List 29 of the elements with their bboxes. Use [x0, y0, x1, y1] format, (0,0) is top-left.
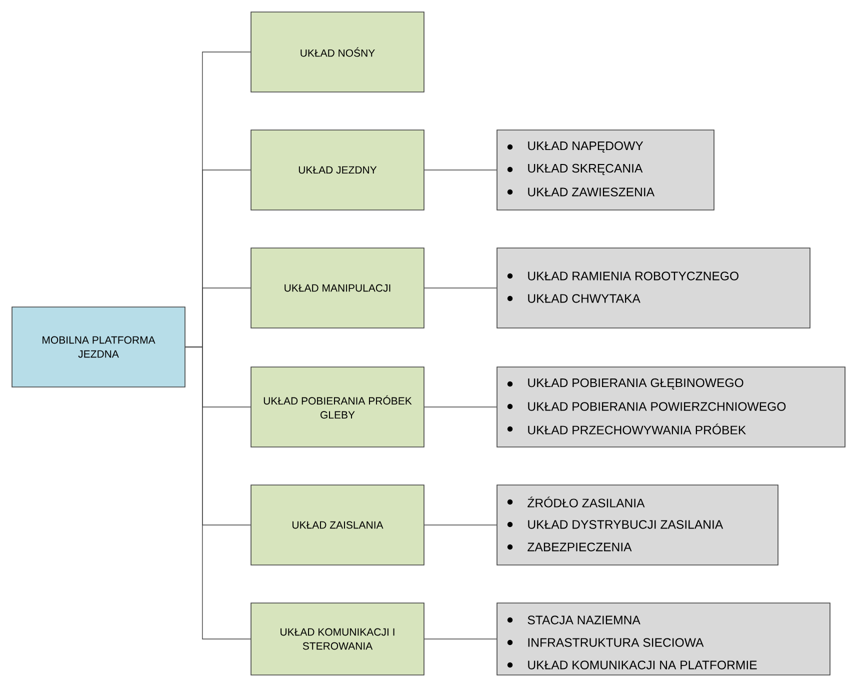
list-item: UKŁAD ZAWIESZENIA: [528, 188, 655, 196]
connector: [424, 638, 497, 640]
list-item: UKŁAD DYSTRYBUCJI ZASILANIA: [528, 520, 724, 529]
component-list-box: [496, 366, 846, 448]
subsystem-box: UKŁAD MANIPULACJI: [250, 248, 424, 328]
root-box: MOBILNA PLATFORMA JEZDNA: [12, 306, 186, 388]
list-item: UKŁAD SKRĘCANIA: [528, 164, 643, 176]
subsystem-box: UKŁAD JEZDNY: [250, 130, 424, 210]
list-item: ŹRÓDŁO ZASILANIA: [528, 496, 645, 508]
list-item: UKŁAD POBIERANIA POWIERZCHNIOWEGO: [528, 402, 786, 411]
list-item: STACJA NAZIEMNA: [528, 616, 640, 624]
connector: [424, 406, 497, 408]
list-item: UKŁAD PRZECHOWYWANIA PRÓBEK: [528, 424, 746, 434]
list-item: UKŁAD POBIERANIA GŁĘBINOWEGO: [528, 378, 744, 390]
subsystem-box: UKŁAD NOŚNY: [250, 12, 424, 92]
list-item: ZABEZPIECZENIA: [528, 542, 632, 552]
component-list-box: [496, 602, 830, 676]
connector: [424, 524, 497, 526]
component-list-box: [496, 484, 778, 566]
list-item: UKŁAD RAMIENIA ROBOTYCZNEGO: [528, 272, 738, 280]
subsystem-box: UKŁAD ZAISLANIA: [250, 484, 424, 566]
list-item: UKŁAD CHWYTAKA: [528, 294, 640, 303]
subsystem-box: UKŁAD KOMUNIKACJI I STEROWANIA: [250, 602, 424, 676]
subsystem-box: UKŁAD POBIERANIA PRÓBEK GLEBY: [250, 366, 424, 448]
component-list-box: [496, 130, 714, 210]
component-list-box: [496, 248, 810, 328]
list-item: INFRASTRUKTURA SIECIOWA: [528, 638, 704, 647]
list-item: UKŁAD NAPĘDOWY: [528, 141, 644, 153]
list-item: UKŁAD KOMUNIKACJI NA PLATFORMIE: [528, 660, 757, 670]
